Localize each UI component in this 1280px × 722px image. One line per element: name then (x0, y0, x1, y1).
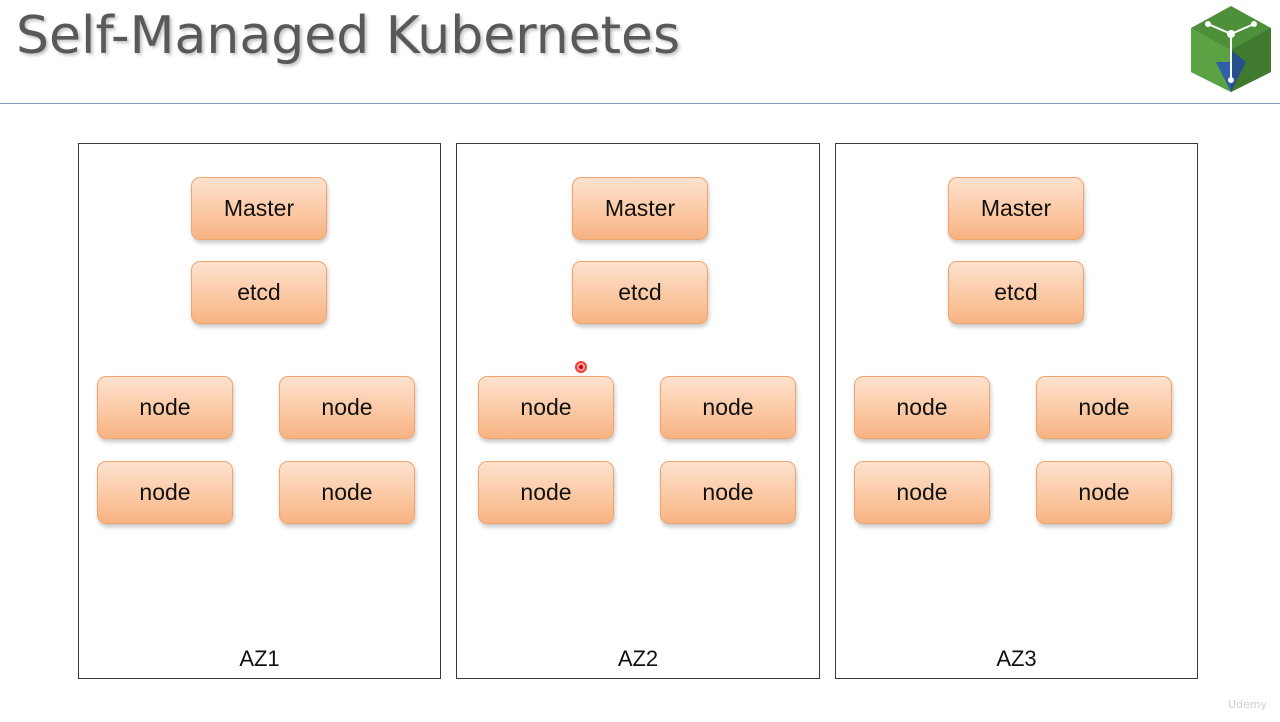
etcd-box: etcd (191, 261, 327, 324)
node-box: node (478, 376, 614, 439)
node-box: node (854, 376, 990, 439)
slide-title: Self-Managed Kubernetes (16, 6, 681, 66)
watermark: Udemy (1228, 698, 1268, 711)
node-box: node (279, 461, 415, 524)
zone-label: AZ1 (239, 646, 280, 671)
node-box: node (97, 376, 233, 439)
node-box: node (279, 376, 415, 439)
node-box: node (660, 461, 796, 524)
availability-zone-az2: Master etcd node node node node AZ2 (456, 143, 820, 679)
node-box: node (478, 461, 614, 524)
node-box: node (97, 461, 233, 524)
node-box: node (1036, 376, 1172, 439)
node-box: node (660, 376, 796, 439)
etcd-box: etcd (948, 261, 1084, 324)
node-box: node (854, 461, 990, 524)
master-box: Master (948, 177, 1084, 240)
zone-label: AZ2 (617, 646, 659, 671)
hexagon-logo-icon (1191, 6, 1271, 92)
availability-zone-az3: Master etcd node node node node AZ3 (835, 143, 1198, 679)
title-divider (0, 103, 1280, 104)
master-box: Master (572, 177, 708, 240)
node-box: node (1036, 461, 1172, 524)
master-box: Master (191, 177, 327, 240)
pointer-indicator-icon (575, 361, 587, 373)
zone-label: AZ3 (996, 646, 1037, 671)
availability-zone-az1: Master etcd node node node node AZ1 (78, 143, 441, 679)
etcd-box: etcd (572, 261, 708, 324)
